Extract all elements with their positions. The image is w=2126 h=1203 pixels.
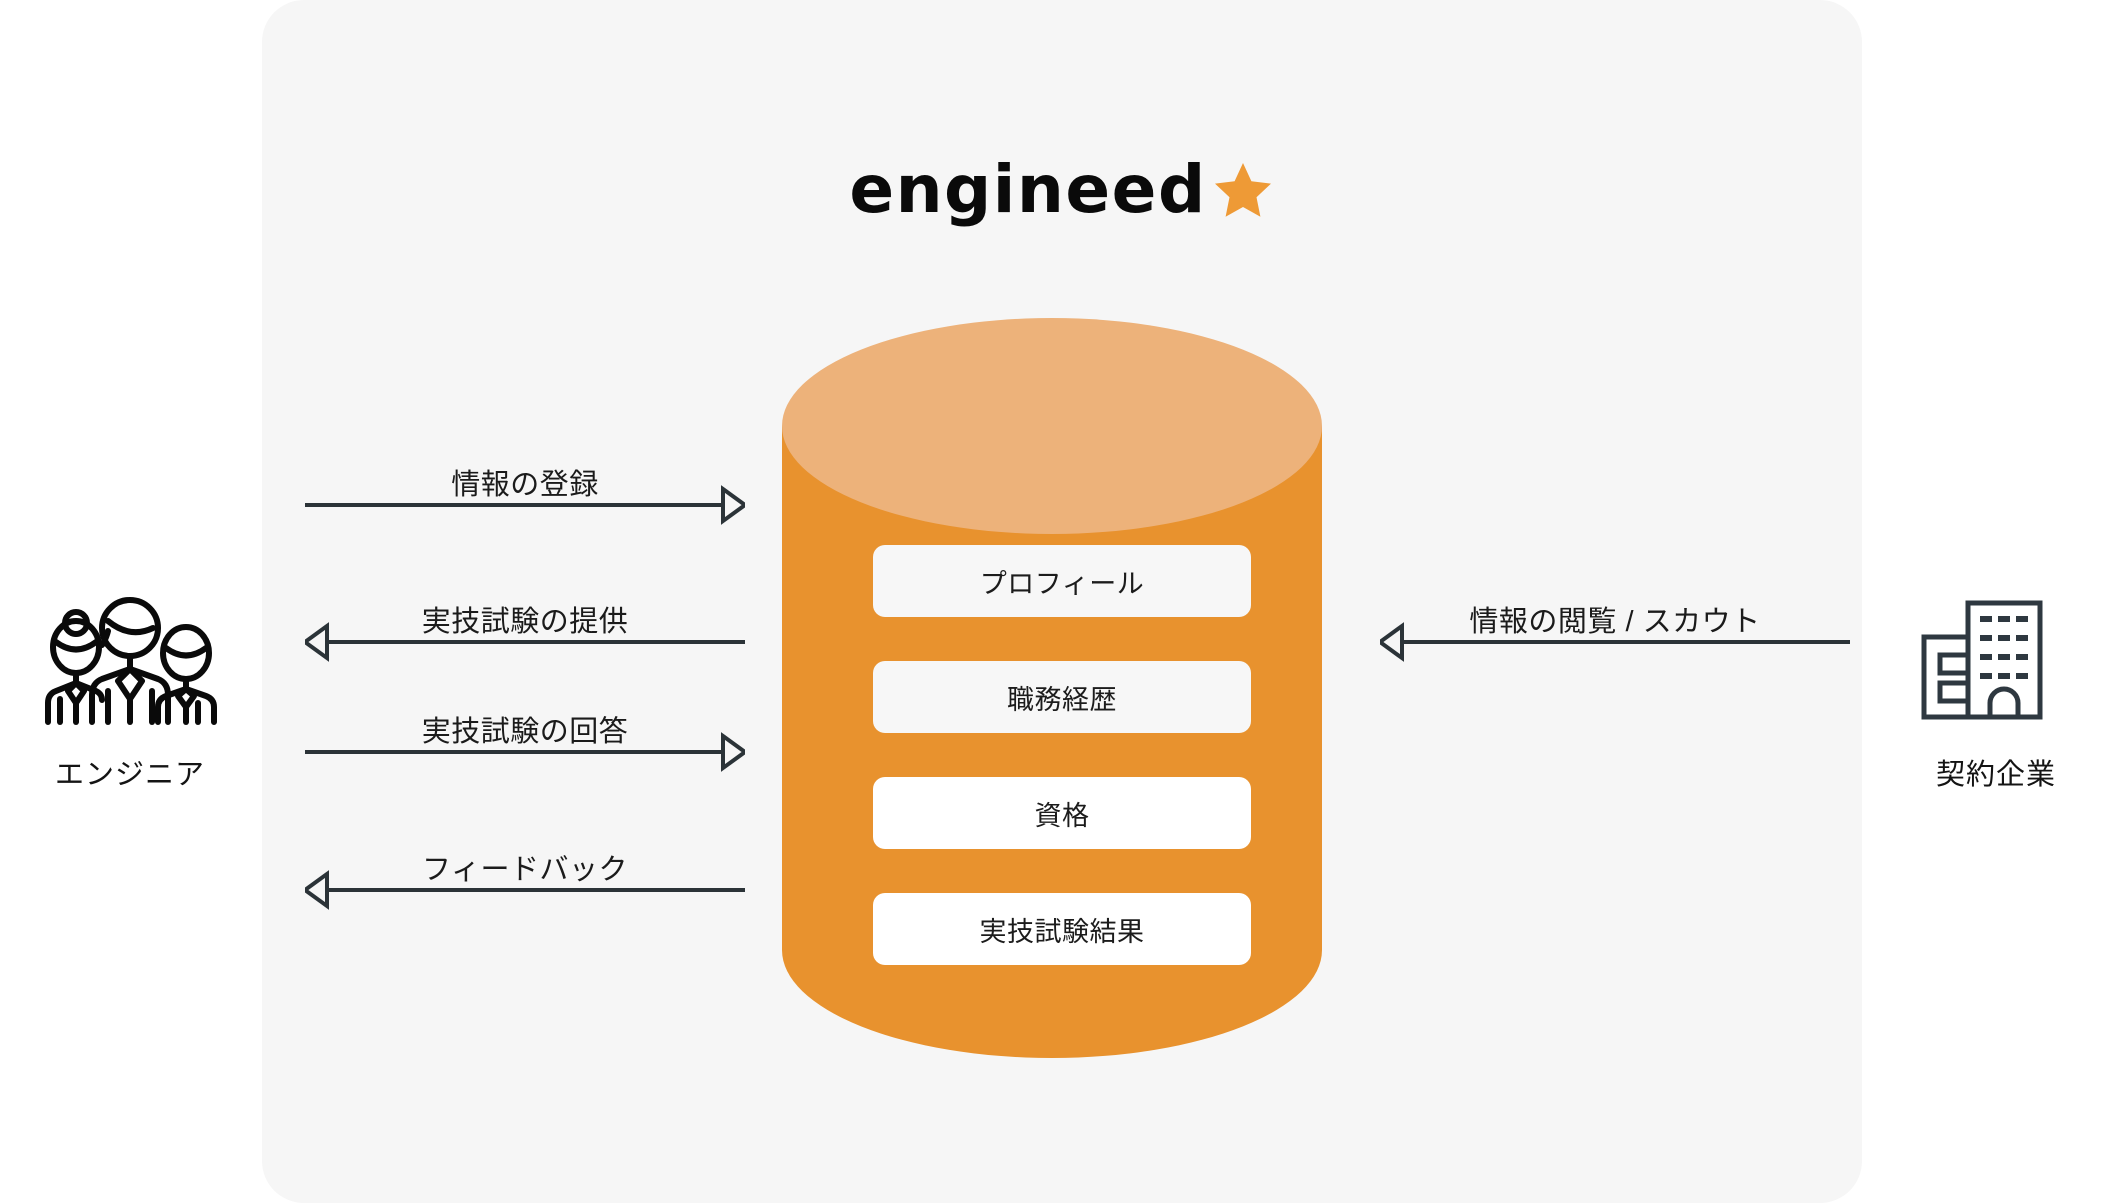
- actor-company: 契約企業: [1866, 595, 2126, 793]
- flow-arrow-exam-provide: 実技試験の提供: [305, 592, 745, 662]
- cylinder-card-label: プロフィール: [979, 568, 1145, 599]
- cylinder-card-label: 職務経歴: [1007, 684, 1117, 715]
- arrow-left-icon: [305, 622, 745, 662]
- actor-engineer-label: エンジニア: [54, 759, 205, 791]
- arrow-left-icon: [305, 870, 745, 910]
- cylinder-card-label: 資格: [1034, 800, 1090, 831]
- flow-arrow-label: 情報の閲覧 / スカウト: [1469, 606, 1761, 638]
- cylinder-card: プロフィール: [873, 545, 1251, 617]
- flow-arrow-label: 実技試験の回答: [421, 716, 629, 748]
- cylinder-card: 職務経歴: [873, 661, 1251, 733]
- flow-arrow-register: 情報の登録: [305, 455, 745, 525]
- cylinder-card-label: 実技試験結果: [979, 916, 1145, 947]
- flow-arrow-feedback: フィードバック: [305, 840, 745, 910]
- flow-arrow-label: 情報の登録: [451, 469, 599, 501]
- flow-arrow-exam-answer: 実技試験の回答: [305, 702, 745, 772]
- arrow-left-icon: [1380, 622, 1850, 662]
- arrow-right-icon: [305, 485, 745, 525]
- star-icon: [1214, 163, 1271, 217]
- cylinder-card: 実技試験結果: [873, 893, 1251, 965]
- office-building-icon: [1866, 595, 2126, 725]
- cylinder-card: 資格: [873, 777, 1251, 849]
- flow-arrow-label: 実技試験の提供: [421, 606, 629, 638]
- cylinder-card-list: プロフィール 職務経歴 資格 実技試験結果: [873, 545, 1251, 1009]
- actor-company-label: 契約企業: [1935, 759, 2056, 791]
- brand-logo: engineed: [262, 150, 1862, 230]
- flow-arrow-browse-scout: 情報の閲覧 / スカウト: [1380, 592, 1850, 662]
- actor-engineer: エンジニア: [0, 595, 260, 793]
- arrow-right-icon: [305, 732, 745, 772]
- flow-arrow-label: フィードバック: [422, 854, 628, 886]
- brand-logo-text: engineed: [849, 151, 1207, 228]
- people-group-icon: [0, 595, 260, 725]
